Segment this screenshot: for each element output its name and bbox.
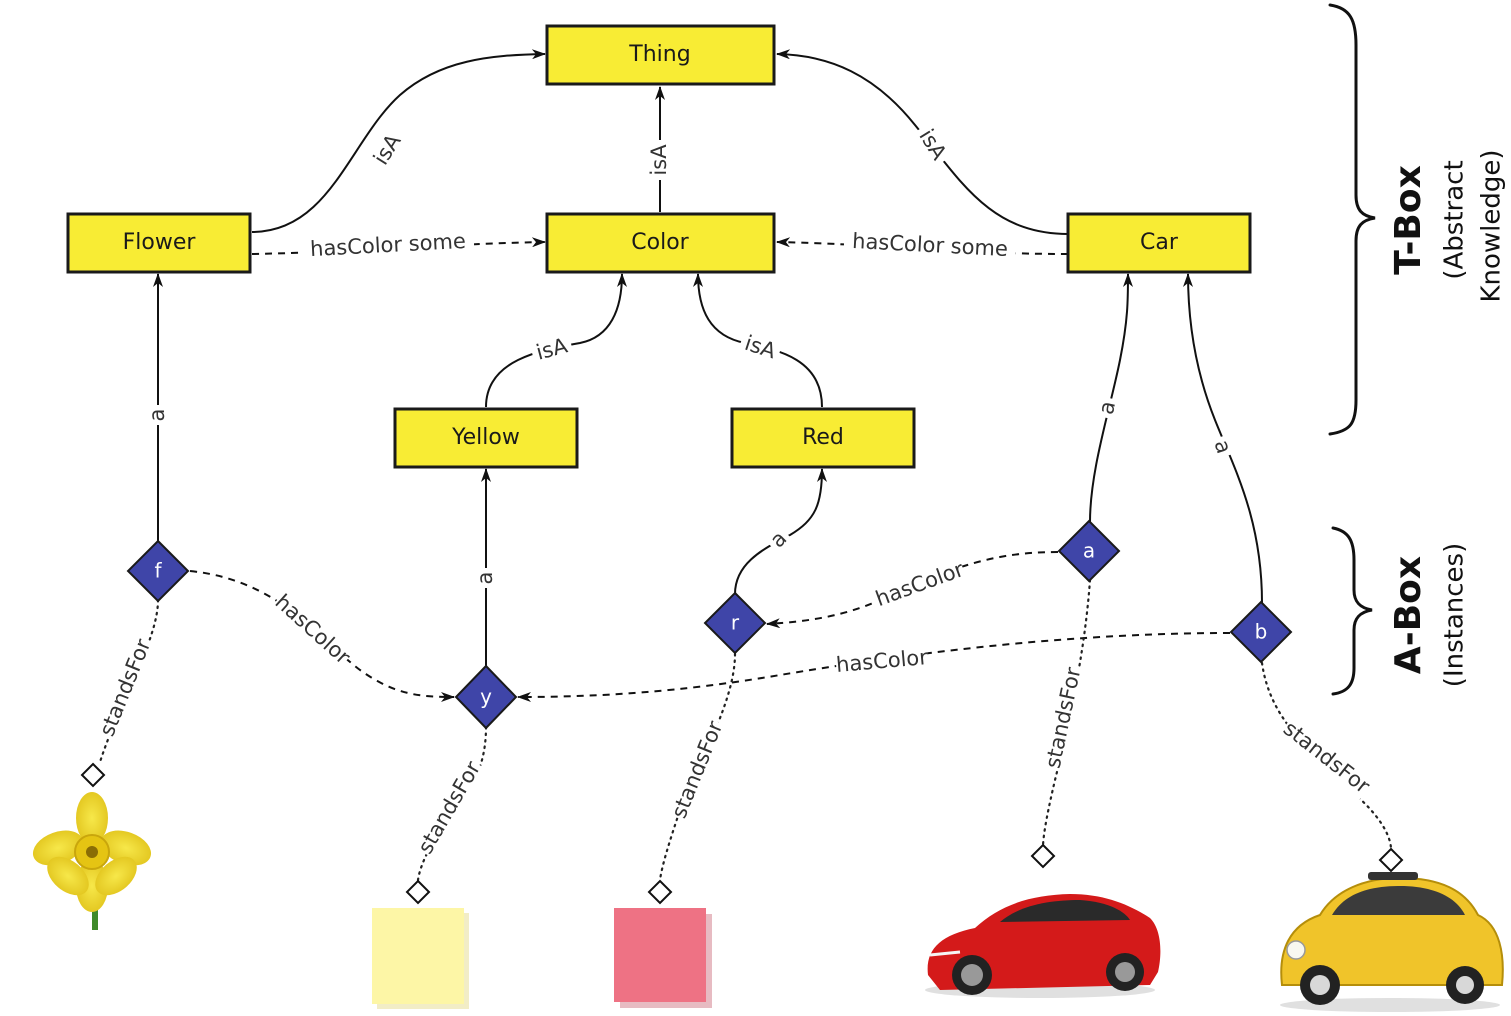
class-red: Red (730, 407, 916, 469)
tbox-sublabel-2: Knowledge) (1477, 149, 1507, 302)
red-sticky-note-image (614, 908, 712, 1008)
label-b-hascolor: hasColor (835, 645, 929, 679)
svg-text:Yellow: Yellow (451, 425, 520, 450)
instance-b: b (1229, 600, 1293, 664)
standsfor-end-diamond (1030, 843, 1056, 869)
tbox-label: T-Box (1388, 165, 1429, 275)
svg-text:b: b (1255, 620, 1268, 644)
svg-text:a: a (145, 409, 169, 422)
svg-text:a: a (1094, 399, 1120, 417)
instance-a: a (1057, 519, 1121, 583)
edge-yellow-isa-color (485, 273, 627, 408)
abox-brace (1331, 526, 1373, 696)
label-flower-hascolor-some: hasColor some (301, 228, 475, 264)
svg-text:standsFor: standsFor (1041, 665, 1086, 771)
svg-text:y: y (480, 685, 492, 709)
instance-r: r (703, 591, 767, 655)
edge-b-a-car (1183, 273, 1263, 604)
edge-y-standsfor (416, 725, 488, 882)
svg-text:(Instances): (Instances) (1440, 543, 1470, 687)
red-sports-car-image (925, 894, 1161, 998)
svg-text:Red: Red (802, 425, 844, 450)
label-flower-isa: isA (367, 126, 409, 174)
standsfor-end-diamond (647, 879, 673, 905)
svg-text:hasColor: hasColor (270, 590, 355, 670)
label-car-hascolor-some: hasColor some (843, 228, 1017, 264)
yellow-sticky-note-image (372, 908, 469, 1009)
label-y-a: a (473, 568, 498, 588)
label-a-hascolor: hasColor (872, 557, 968, 613)
label-f-a: a (145, 405, 170, 425)
svg-text:(Abstract: (Abstract (1440, 160, 1470, 279)
svg-text:Knowledge): Knowledge) (1477, 149, 1507, 302)
svg-text:a: a (1083, 539, 1095, 563)
class-yellow: Yellow (393, 407, 579, 469)
svg-text:Thing: Thing (628, 42, 690, 67)
daffodil-image (32, 792, 152, 930)
abox-label: A-Box (1388, 556, 1429, 674)
tbox-sublabel: (Abstract (1440, 160, 1470, 279)
standsfor-end-diamond (80, 762, 106, 788)
svg-text:A-Box: A-Box (1388, 556, 1429, 674)
svg-text:a: a (473, 572, 497, 585)
svg-text:hasColor some: hasColor some (852, 229, 1009, 261)
instance-y: y (454, 664, 518, 730)
label-color-isa: isA (647, 140, 672, 180)
label-a-a: a (1094, 395, 1122, 421)
label-red-isa: isA (737, 330, 783, 366)
edge-r-a-red (734, 468, 827, 595)
class-thing: Thing (545, 24, 776, 86)
edge-a-hascolor-r (766, 551, 1059, 629)
svg-text:Color: Color (631, 230, 689, 255)
standsfor-end-diamond (405, 879, 431, 905)
abox-sublabel: (Instances) (1440, 543, 1470, 687)
edge-b-hascolor-y (517, 632, 1231, 702)
svg-text:isA: isA (647, 144, 671, 176)
label-a-standsfor: standsFor (1040, 664, 1088, 772)
svg-text:hasColor some: hasColor some (310, 229, 467, 261)
svg-text:r: r (731, 611, 740, 635)
label-f-standsfor: standsFor (94, 634, 158, 742)
svg-text:hasColor: hasColor (872, 557, 967, 611)
class-flower: Flower (66, 212, 252, 274)
edge-a-a-car (1089, 273, 1133, 523)
label-b-a: a (1207, 433, 1237, 461)
svg-text:hasColor: hasColor (835, 645, 929, 677)
label-r-standsfor: standsFor (666, 716, 730, 824)
yellow-fiat-500-image (1280, 872, 1504, 1012)
svg-text:standsFor: standsFor (413, 757, 485, 858)
edge-f-hascolor-y (189, 570, 455, 702)
label-r-a: a (763, 524, 795, 556)
label-y-standsfor: standsFor (412, 756, 488, 860)
svg-text:Car: Car (1140, 230, 1179, 255)
standsfor-end-diamond (1378, 847, 1404, 873)
svg-text:Flower: Flower (123, 230, 197, 255)
edge-f-standsfor (98, 598, 160, 764)
class-color: Color (545, 212, 776, 274)
tbox-brace (1328, 3, 1376, 436)
svg-text:standsFor: standsFor (1279, 716, 1375, 798)
class-car: Car (1066, 212, 1252, 274)
edge-flower-isa-thing (251, 49, 546, 233)
edge-car-isa-thing (776, 49, 1069, 235)
svg-text:T-Box: T-Box (1388, 165, 1429, 275)
label-f-hascolor: hasColor (269, 589, 355, 671)
instance-f: f (126, 539, 190, 603)
label-b-standsfor: standsFor (1277, 715, 1375, 801)
label-yellow-isa: isA (529, 333, 575, 367)
svg-text:f: f (154, 559, 162, 583)
